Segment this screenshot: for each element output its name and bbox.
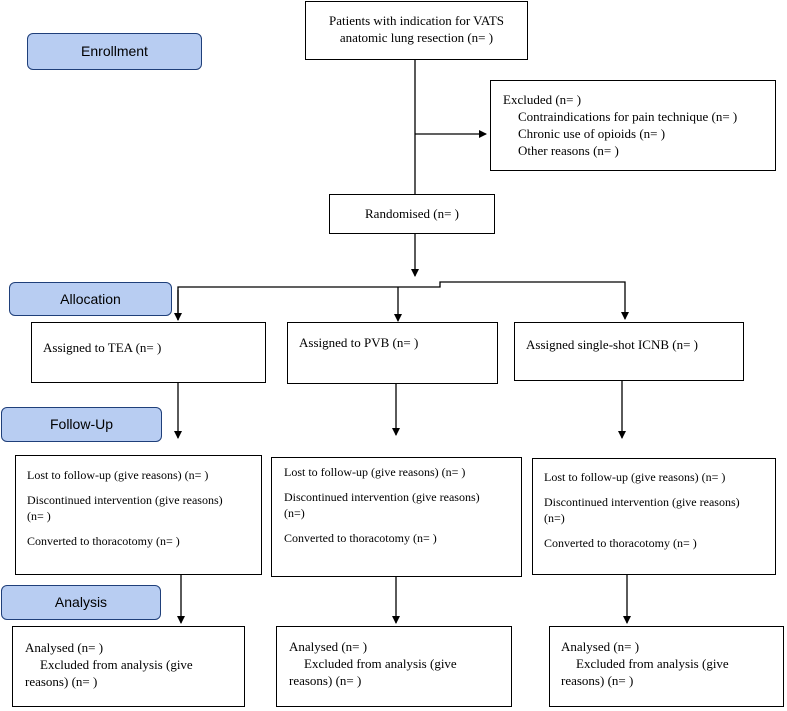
followup-discontinued: Discontinued intervention (give reasons) xyxy=(544,495,740,509)
followup-tea-box: Lost to follow-up (give reasons) (n= ) D… xyxy=(15,455,262,575)
eligible-patients-line-1: Patients with indication for VATS xyxy=(328,13,505,28)
excluded-from-analysis: Excluded from analysis (give xyxy=(576,656,729,671)
followup-discontinued: Discontinued intervention (give reasons) xyxy=(284,490,480,504)
excluded-from-analysis: Excluded from analysis (give xyxy=(40,657,193,672)
excluded-from-analysis-n: reasons) (n= ) xyxy=(561,673,634,688)
excluded-box: Excluded (n= ) Contraindications for pai… xyxy=(490,80,776,171)
analysed-count: Analysed (n= ) xyxy=(289,639,368,654)
analysed-count: Analysed (n= ) xyxy=(25,640,104,655)
stage-allocation: Allocation xyxy=(9,282,172,316)
followup-discontinued-n: (n= ) xyxy=(27,509,51,523)
randomised-label: Randomised (n= ) xyxy=(365,206,459,221)
analysis-pvb-box: Analysed (n= ) Excluded from analysis (g… xyxy=(276,626,512,707)
followup-lost: Lost to follow-up (give reasons) (n= ) xyxy=(544,470,726,484)
stage-analysis-label: Analysis xyxy=(54,594,108,610)
followup-discontinued-n: (n=) xyxy=(544,511,565,525)
analysis-icnb-box: Analysed (n= ) Excluded from analysis (g… xyxy=(549,626,784,707)
assigned-icnb-box: Assigned single-shot ICNB (n= ) xyxy=(514,322,744,381)
followup-converted: Converted to thoracotomy (n= ) xyxy=(284,531,437,545)
excluded-from-analysis-n: reasons) (n= ) xyxy=(25,674,98,689)
excluded-from-analysis: Excluded from analysis (give xyxy=(304,656,457,671)
excluded-item: Other reasons (n= ) xyxy=(518,143,619,158)
followup-lost: Lost to follow-up (give reasons) (n= ) xyxy=(284,465,466,479)
connector-split xyxy=(177,281,629,320)
excluded-from-analysis-n: reasons) (n= ) xyxy=(289,673,362,688)
followup-discontinued-n: (n=) xyxy=(284,506,305,520)
followup-discontinued: Discontinued intervention (give reasons) xyxy=(27,493,223,507)
stage-enrollment: Enrollment xyxy=(27,33,202,70)
excluded-item: Contraindications for pain technique (n=… xyxy=(518,109,738,124)
followup-pvb-box: Lost to follow-up (give reasons) (n= ) D… xyxy=(271,457,522,577)
followup-converted: Converted to thoracotomy (n= ) xyxy=(27,534,180,548)
assigned-tea-box: Assigned to TEA (n= ) xyxy=(31,322,266,383)
stage-follow-up-label: Follow-Up xyxy=(49,416,113,432)
assigned-icnb-label: Assigned single-shot ICNB (n= ) xyxy=(526,337,698,352)
randomised-box: Randomised (n= ) xyxy=(329,194,495,234)
stage-follow-up: Follow-Up xyxy=(1,407,162,442)
analysis-tea-box: Analysed (n= ) Excluded from analysis (g… xyxy=(12,626,245,707)
excluded-item: Chronic use of opioids (n= ) xyxy=(518,126,666,141)
assigned-pvb-box: Assigned to PVB (n= ) xyxy=(287,322,498,384)
followup-lost: Lost to follow-up (give reasons) (n= ) xyxy=(27,468,209,482)
analysed-count: Analysed (n= ) xyxy=(561,639,640,654)
assigned-pvb-label: Assigned to PVB (n= ) xyxy=(299,335,419,350)
stage-allocation-label: Allocation xyxy=(60,291,121,307)
eligible-patients-line-2: anatomic lung resection (n= ) xyxy=(339,30,494,45)
assigned-tea-label: Assigned to TEA (n= ) xyxy=(43,340,162,355)
eligible-patients-box: Patients with indication for VATS anatom… xyxy=(305,1,528,60)
excluded-title: Excluded (n= ) xyxy=(503,92,582,107)
followup-converted: Converted to thoracotomy (n= ) xyxy=(544,536,697,550)
stage-enrollment-label: Enrollment xyxy=(81,43,148,59)
followup-icnb-box: Lost to follow-up (give reasons) (n= ) D… xyxy=(532,458,776,575)
stage-analysis: Analysis xyxy=(1,585,161,620)
